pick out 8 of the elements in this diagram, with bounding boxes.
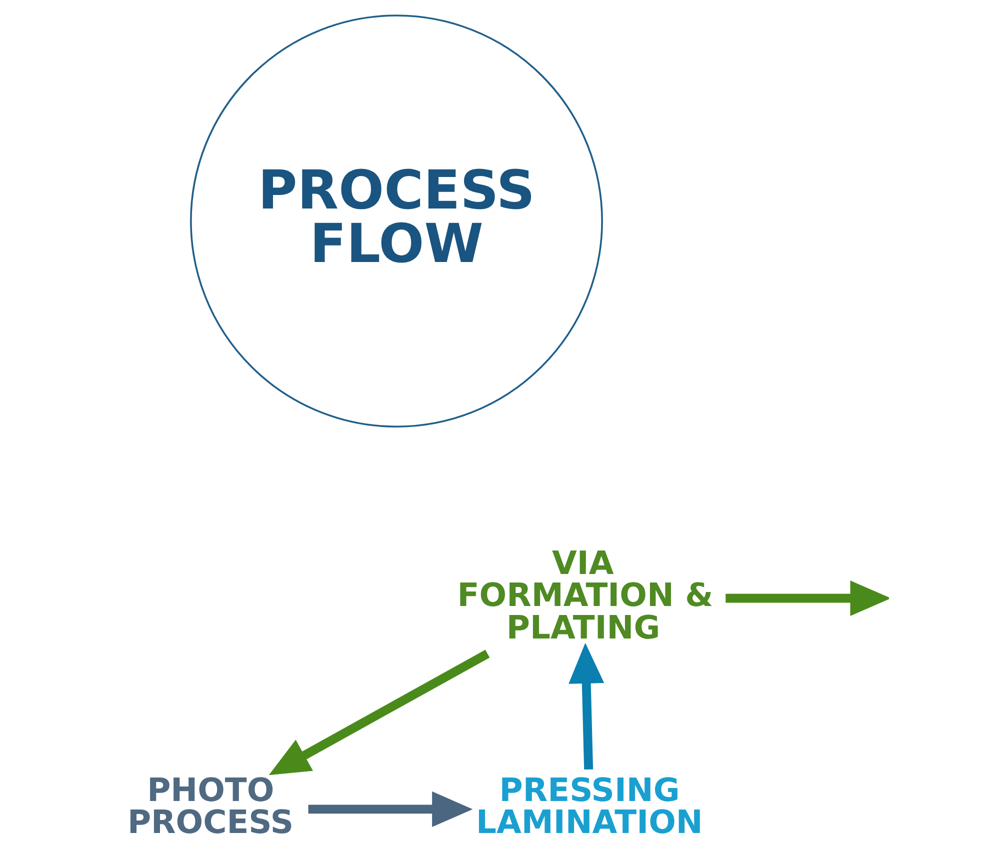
arrow [268, 650, 490, 776]
node-text: VIA FORMATION & PLATING [456, 544, 713, 646]
arrow [568, 642, 604, 770]
node-circle: PROCESS FLOW [190, 14, 602, 428]
arrow [725, 580, 888, 616]
node-text: PHOTO PROCESS [126, 770, 294, 842]
arrow [308, 791, 472, 827]
node-text: PRESSING LAMINATION [476, 770, 702, 842]
